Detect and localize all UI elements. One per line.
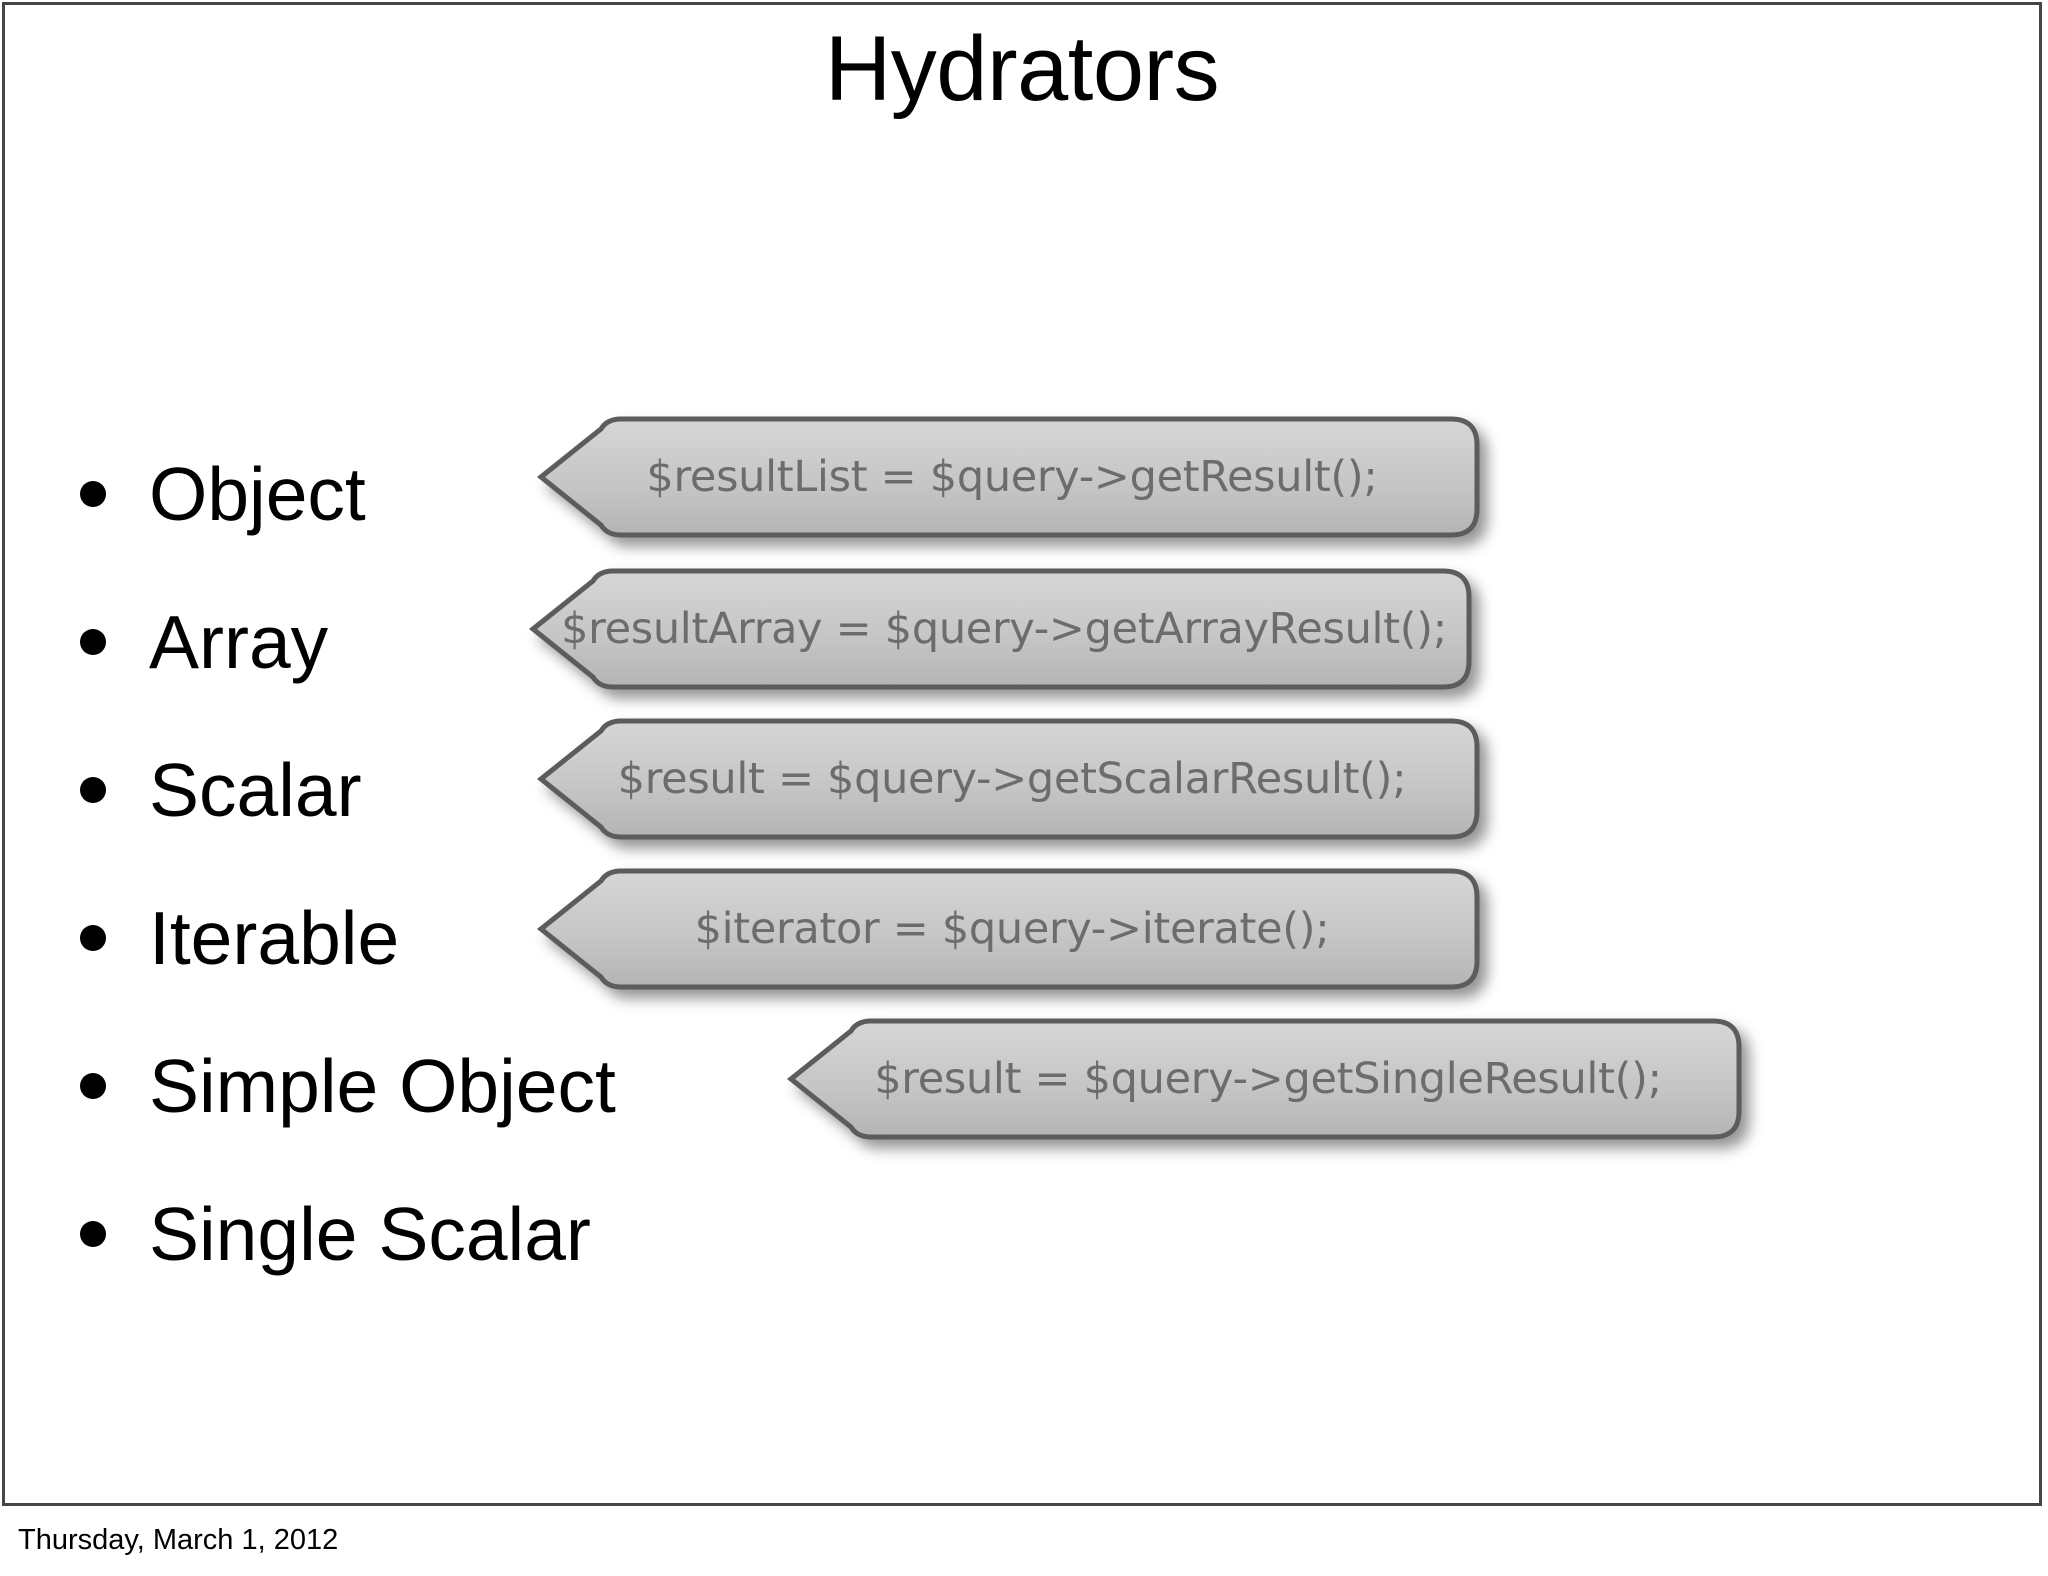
callout-balloon-array: $resultArray = $query->getArrayResult(); <box>473 567 1473 691</box>
slide-canvas: Hydrators Object Array Scalar Iterable S… <box>2 2 2042 1506</box>
list-item: Simple Object <box>80 1012 980 1160</box>
list-item: Iterable <box>80 864 980 1012</box>
callout-code-text: $resultArray = $query->getArrayResult(); <box>561 604 1447 654</box>
list-item: Single Scalar <box>80 1160 980 1308</box>
slide-footer: Thursday, March 1, 2012 <box>0 1512 2048 1576</box>
callout-balloon-iterable: $iterator = $query->iterate(); <box>481 867 1481 991</box>
bullet-dot-icon <box>80 1221 106 1247</box>
callout-code-text: $resultList = $query->getResult(); <box>646 452 1378 502</box>
callout-code-text: $iterator = $query->iterate(); <box>694 904 1330 954</box>
list-item-label: Array <box>149 599 329 684</box>
callout-shape <box>536 416 1480 538</box>
bullet-dot-icon <box>80 481 106 507</box>
bullet-dot-icon <box>80 925 106 951</box>
list-item-label: Iterable <box>149 895 400 980</box>
list-item: Scalar <box>80 716 980 864</box>
callout-shape <box>536 868 1480 990</box>
list-item: Object <box>80 420 980 568</box>
list-item-label: Single Scalar <box>149 1191 591 1276</box>
bullet-dot-icon <box>80 1073 106 1099</box>
list-item-label: Scalar <box>149 747 362 832</box>
list-item-label: Object <box>149 451 366 536</box>
bullet-list: Object Array Scalar Iterable Simple Obje… <box>80 420 980 1308</box>
list-item: Array <box>80 568 980 716</box>
page-title: Hydrators <box>824 18 1220 120</box>
list-item-label: Simple Object <box>149 1043 616 1128</box>
callout-shape <box>786 1018 1742 1140</box>
callout-code-text: $result = $query->getScalarResult(); <box>617 754 1407 804</box>
callout-balloon-simple-object: $result = $query->getSingleResult(); <box>731 1017 1743 1141</box>
callout-code-text: $result = $query->getSingleResult(); <box>874 1054 1662 1104</box>
callout-balloon-scalar: $result = $query->getScalarResult(); <box>481 717 1481 841</box>
callout-shape <box>536 718 1480 840</box>
callout-balloon-object: $resultList = $query->getResult(); <box>481 415 1481 539</box>
footer-date: Thursday, March 1, 2012 <box>18 1524 339 1556</box>
bullet-dot-icon <box>80 777 106 803</box>
bullet-dot-icon <box>80 629 106 655</box>
callout-shape <box>528 568 1472 690</box>
